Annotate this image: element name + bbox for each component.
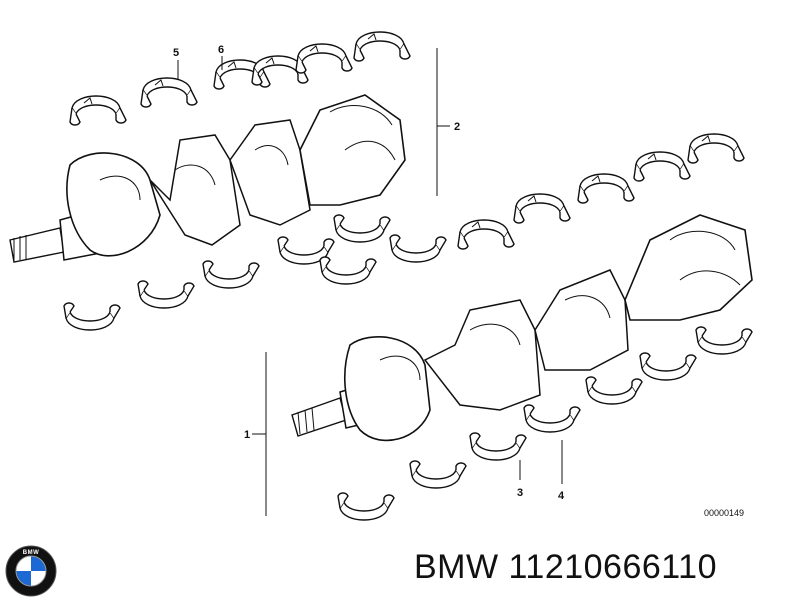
callout-6: 6 (218, 44, 224, 56)
logo-text: BMW (23, 550, 40, 556)
drawing-number: 00000149 (704, 508, 744, 518)
bracket-lines (177, 48, 563, 516)
bmw-logo: BMW (5, 545, 57, 597)
part-number-label: BMW 11210666110 (414, 548, 717, 586)
callout-4: 4 (558, 490, 565, 502)
lower-crankshaft (291, 214, 753, 442)
callout-1: 1 (244, 429, 250, 441)
callout-3: 3 (517, 487, 523, 499)
upper-crankshaft (9, 94, 406, 263)
callout-2: 2 (454, 121, 460, 133)
callout-5: 5 (173, 47, 179, 59)
